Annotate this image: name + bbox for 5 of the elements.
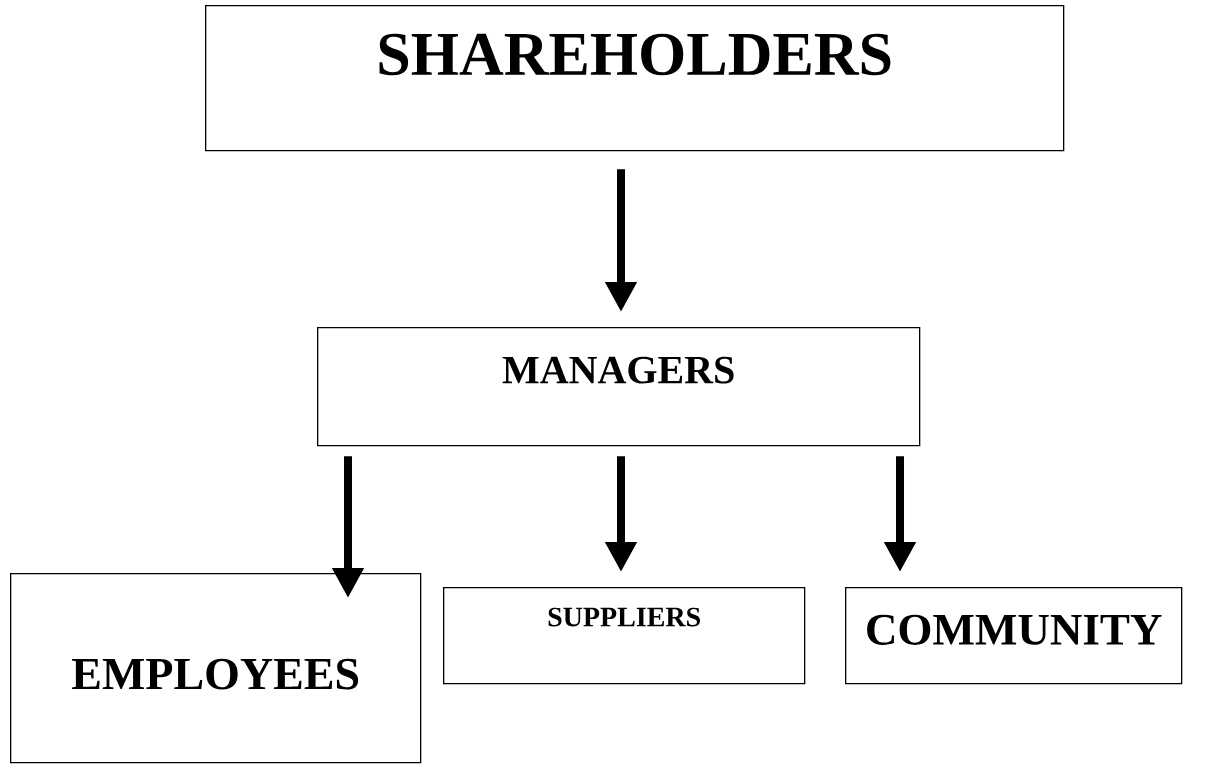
process-box: SHAREHOLDERS [205, 5, 1065, 152]
process-box: EMPLOYEES [10, 573, 422, 764]
process-box: COMMUNITY [845, 587, 1183, 685]
process-box: SUPPLIERS [443, 587, 806, 685]
process-box: MANAGERS [317, 327, 921, 447]
